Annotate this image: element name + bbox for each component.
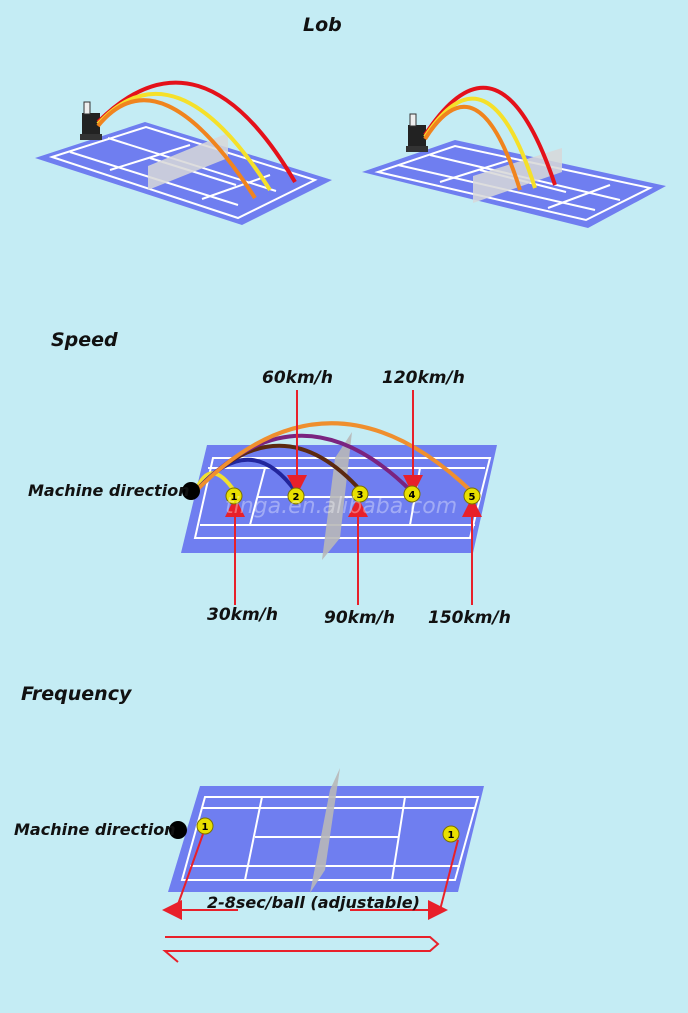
freq-ball-left — [196, 817, 214, 835]
interval-arrows — [162, 833, 459, 963]
speed-court — [181, 432, 497, 560]
machine-dot-frequency — [169, 821, 187, 839]
frequency-court — [168, 768, 484, 893]
machine-direction-label-speed: Machine direction — [28, 481, 190, 500]
ball-label-1: 1 — [231, 492, 238, 503]
speed-label-30: 30km/h — [207, 605, 278, 625]
freq-ball-right — [442, 825, 460, 843]
machine-dot-speed — [182, 482, 200, 500]
interval-label: 2-8sec/ball (adjustable) — [207, 893, 420, 912]
ball-machine-icon — [80, 101, 102, 140]
ball-label-2: 2 — [293, 492, 300, 503]
speed-label-150: 150km/h — [428, 608, 511, 628]
frequency-title: Frequency — [21, 683, 132, 705]
speed-label-90: 90km/h — [324, 608, 395, 628]
ball-label-4: 4 — [409, 490, 416, 501]
freq-ball-label-right: 1 — [448, 830, 455, 841]
ball-label-5: 5 — [469, 492, 476, 503]
lob-court-left — [35, 80, 332, 225]
freq-ball-label-left: 1 — [202, 822, 209, 833]
speed-label-60: 60km/h — [262, 368, 333, 388]
machine-direction-label-frequency: Machine direction — [14, 820, 176, 839]
lob-title: Lob — [303, 14, 342, 36]
watermark: tinga.en.alibaba.com — [225, 494, 458, 519]
speed-label-120: 120km/h — [382, 368, 465, 388]
ball-machine-icon — [406, 113, 428, 152]
speed-balls: 1 2 3 4 5 — [225, 485, 481, 505]
ball-label-3: 3 — [357, 490, 364, 501]
speed-title: Speed — [51, 329, 118, 351]
arc-150 — [194, 421, 474, 494]
lob-court-right — [362, 85, 666, 228]
